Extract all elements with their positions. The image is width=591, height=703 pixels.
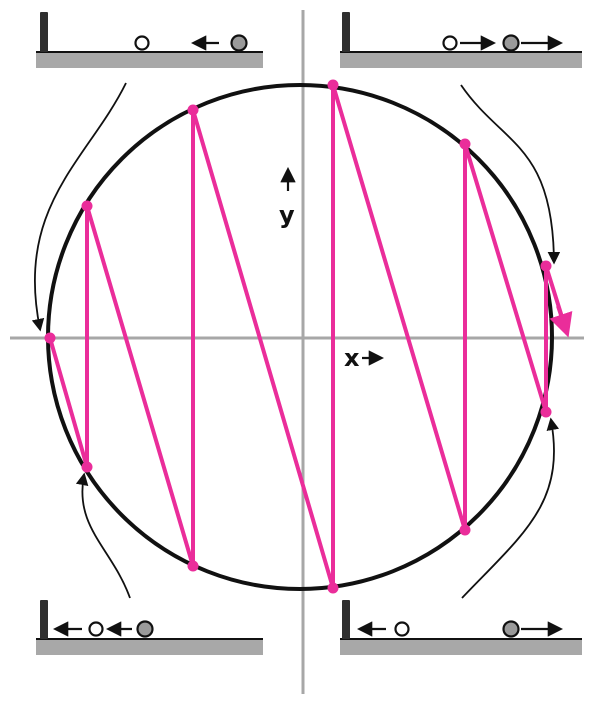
- wall-icon: [40, 600, 48, 639]
- inset-top-right: [340, 12, 582, 68]
- trajectory-point-5: [188, 105, 199, 116]
- trajectory-point-9: [460, 139, 471, 150]
- trajectory-point-4: [188, 561, 199, 572]
- filled-ball-icon: [138, 622, 153, 637]
- trajectory-point-8: [460, 525, 471, 536]
- filled-ball-icon: [504, 622, 519, 637]
- trajectory-point-7: [328, 80, 339, 91]
- floor-icon: [340, 52, 582, 68]
- wall-icon: [342, 12, 350, 52]
- y-axis-label-group: y: [279, 170, 295, 229]
- callout-arrow-bottom-right: [462, 420, 554, 598]
- open-ball-icon: [444, 37, 457, 50]
- floor-icon: [340, 639, 582, 655]
- trajectory-point-1: [45, 333, 56, 344]
- wall-icon: [342, 600, 350, 639]
- trajectory-point-10: [541, 407, 552, 418]
- x-axis-label-group: x: [344, 344, 381, 372]
- filled-ball-icon: [232, 36, 247, 51]
- open-ball-icon: [136, 37, 149, 50]
- filled-ball-icon: [504, 36, 519, 51]
- trajectory-point-6: [328, 583, 339, 594]
- axes: x y: [10, 10, 584, 694]
- y-axis-label: y: [279, 201, 295, 229]
- floor-icon: [36, 639, 263, 655]
- trajectory-point-2: [82, 462, 93, 473]
- floor-icon: [36, 52, 263, 68]
- x-axis-label: x: [344, 344, 360, 372]
- trajectory-point-3: [82, 201, 93, 212]
- trajectory-end-arrow-icon: [558, 306, 567, 333]
- open-ball-icon: [90, 623, 103, 636]
- trajectory-point-11: [541, 261, 552, 272]
- callout-arrow-bottom-left: [82, 475, 130, 598]
- inset-top-left: [36, 12, 263, 68]
- open-ball-icon: [396, 623, 409, 636]
- inset-bottom-right: [340, 600, 582, 655]
- inset-bottom-left: [36, 600, 263, 655]
- callout-arrows: [35, 83, 554, 598]
- wall-icon: [40, 12, 48, 52]
